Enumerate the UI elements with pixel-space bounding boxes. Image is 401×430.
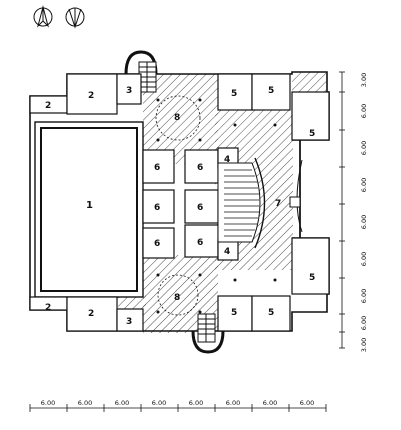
h-dim-7: 6.00: [263, 399, 277, 407]
auditorium-seating: [217, 157, 266, 249]
h-dim-1: 6.00: [41, 399, 55, 407]
north-arrow-icon: [33, 5, 53, 28]
room-label-left-room-b: 2: [88, 91, 94, 101]
v-dim-8: 6.00: [360, 316, 368, 330]
room-label-vestibule-bottom: 4: [224, 247, 230, 257]
room-label-vestibule-top: 4: [224, 155, 230, 165]
v-dim-2: 6.00: [360, 104, 368, 118]
room-label-hall-top: 8: [174, 113, 180, 123]
hall-top: 8: [155, 95, 201, 141]
v-dim-6: 6.00: [360, 252, 368, 266]
stair-bottom: [197, 313, 216, 343]
room-label-5-b: 5: [268, 86, 274, 96]
h-dim-3: 6.00: [115, 399, 129, 407]
room-label-5-f: 5: [268, 308, 274, 318]
room-label-left-room-d: 2: [88, 309, 94, 319]
room-label-6-c: 6: [154, 203, 160, 213]
rooms-6-grid: 6 6 6 6 6 6: [142, 149, 219, 259]
room-label-6-f: 6: [197, 238, 203, 248]
left-rooms: 2 2 3 2 2 3: [29, 73, 144, 332]
room-label-hall-bottom: 8: [174, 293, 180, 303]
room-label-pool: 1: [86, 200, 93, 211]
v-dim-7: 6.00: [360, 289, 368, 303]
room-label-5-a: 5: [231, 89, 237, 99]
room-label-6-d: 6: [197, 203, 203, 213]
room-label-6-b: 6: [197, 163, 203, 173]
room-label-5-d: 5: [309, 273, 315, 283]
vertical-dimensions: 3.00 6.00 6.00 6.00 6.00 6.00 6.00 6.00 …: [339, 71, 368, 352]
v-dim-3: 6.00: [360, 141, 368, 155]
h-dim-4: 6.00: [152, 399, 166, 407]
room-label-5-c: 5: [309, 129, 315, 139]
room-label-stage: 7: [275, 199, 281, 209]
wind-rose-icon: [65, 7, 85, 29]
v-dim-4: 6.00: [360, 178, 368, 192]
rooms-5: 5 5 5 5 5 5: [217, 73, 330, 332]
room-label-6-e: 6: [154, 239, 160, 249]
pool: 1: [34, 121, 144, 298]
columns: [156, 98, 277, 314]
horizontal-dimensions: 6.00 6.00 6.00 6.00 6.00 6.00 6.00 6.00: [29, 399, 327, 412]
room-label-left-room-c: 2: [45, 303, 51, 313]
h-dim-8: 6.00: [300, 399, 314, 407]
room-label-left-room-a: 2: [45, 101, 51, 111]
h-dim-6: 6.00: [226, 399, 240, 407]
room-label-5-e: 5: [231, 308, 237, 318]
room-label-6-a: 6: [154, 163, 160, 173]
hall-bottom: 8: [157, 274, 199, 316]
room-label-small-room-top: 3: [126, 86, 132, 96]
room-label-small-room-bottom: 3: [126, 317, 132, 327]
h-dim-2: 6.00: [78, 399, 92, 407]
h-dim-5: 6.00: [189, 399, 203, 407]
v-dim-9: 3.00: [360, 338, 368, 352]
v-dim-1: 3.00: [360, 73, 368, 87]
v-dim-5: 6.00: [360, 215, 368, 229]
